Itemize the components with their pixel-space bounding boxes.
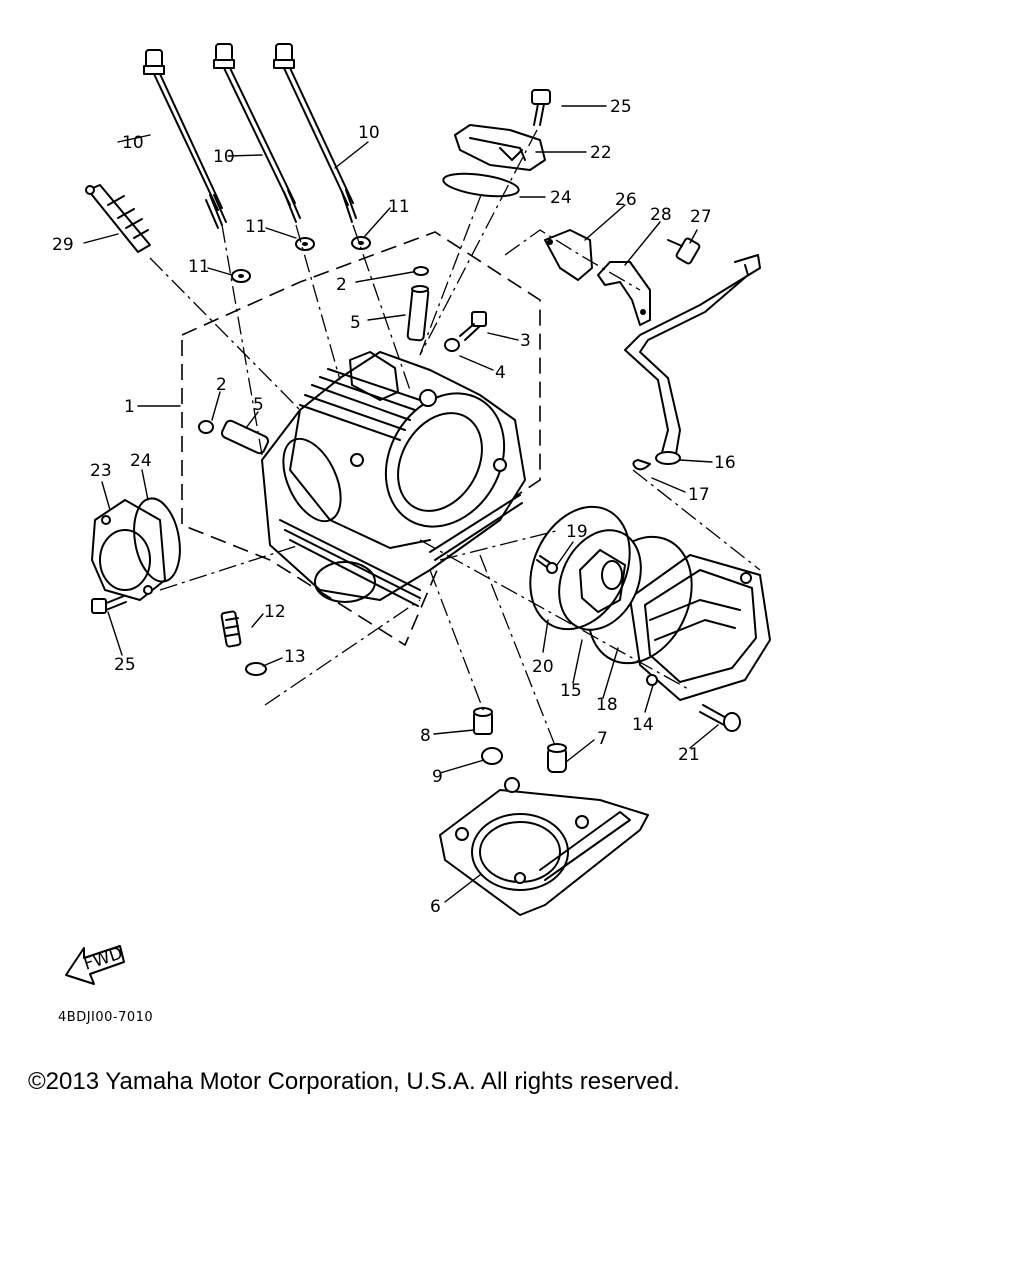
copyright-notice: ©2013 Yamaha Motor Corporation, U.S.A. A… (28, 1068, 680, 1095)
callout-10: 10 (213, 147, 235, 167)
callout-17: 17 (688, 485, 710, 505)
dowel-pin (473, 707, 493, 735)
head-bolt (143, 49, 227, 229)
callout-25: 25 (610, 97, 632, 117)
head-bolt (213, 43, 301, 223)
assembly-lines (149, 129, 761, 749)
bolt (531, 89, 551, 126)
washer (444, 338, 460, 352)
callout-13: 13 (284, 647, 306, 667)
callout-11: 11 (245, 217, 267, 237)
callout-23: 23 (90, 461, 112, 481)
callout-10: 10 (122, 133, 144, 153)
hose-clip (632, 459, 651, 471)
callout-9: 9 (432, 767, 443, 787)
callout-1: 1 (124, 397, 135, 417)
bolt (459, 311, 487, 341)
callout-24: 24 (550, 188, 572, 208)
side-cover (91, 499, 166, 601)
callout-18: 18 (596, 695, 618, 715)
callout-29: 29 (52, 235, 74, 255)
callout-27: 27 (690, 207, 712, 227)
callout-3: 3 (520, 331, 531, 351)
circlip (413, 266, 429, 276)
gasket (245, 662, 267, 676)
head-bolt (273, 43, 357, 223)
callout-11: 11 (388, 197, 410, 217)
bolt (667, 237, 701, 265)
callout-26: 26 (615, 190, 637, 210)
breather-joint (544, 229, 593, 281)
exploded-parts-diagram: 10 10 10 11 11 11 29 25 22 24 26 28 27 2… (52, 43, 771, 985)
circlip (198, 420, 214, 434)
callout-4: 4 (495, 363, 506, 383)
callout-19: 19 (566, 522, 588, 542)
callout-8: 8 (420, 726, 431, 746)
cylinder-head (261, 351, 526, 607)
plate-gasket (529, 505, 631, 631)
callout-15: 15 (560, 681, 582, 701)
callout-labels: 10 10 10 11 11 11 29 25 22 24 26 28 27 2… (52, 97, 736, 917)
bolt (91, 595, 127, 614)
cylinder-gasket (439, 777, 649, 916)
callout-6: 6 (430, 897, 441, 917)
screw (536, 555, 558, 574)
callout-14: 14 (632, 715, 654, 735)
callout-5: 5 (350, 313, 361, 333)
washers (231, 236, 371, 283)
dowel-pin (547, 743, 567, 773)
head-cover (629, 554, 771, 701)
cap (454, 124, 546, 171)
callout-24: 24 (130, 451, 152, 471)
callout-16: 16 (714, 453, 736, 473)
valve-guide (220, 419, 270, 455)
callout-2: 2 (216, 375, 227, 395)
o-ring (481, 747, 503, 765)
callout-22: 22 (590, 143, 612, 163)
bolt (699, 704, 741, 732)
callout-2: 2 (336, 275, 347, 295)
leader-lines (83, 105, 719, 903)
callout-25: 25 (114, 655, 136, 675)
callout-10: 10 (358, 123, 380, 143)
callout-11: 11 (188, 257, 210, 277)
callout-21: 21 (678, 745, 700, 765)
head-bolts (143, 43, 357, 229)
o-ring (442, 172, 520, 198)
bracket (597, 261, 651, 326)
callout-12: 12 (264, 602, 286, 622)
spark-plug (85, 184, 151, 253)
breather-pipe (624, 254, 761, 465)
side-cover-gasket (133, 497, 181, 583)
fwd-arrow-icon: FWD (65, 943, 125, 985)
callout-28: 28 (650, 205, 672, 225)
callout-5: 5 (253, 395, 264, 415)
callout-20: 20 (532, 657, 554, 677)
valve-guide (406, 285, 430, 342)
drawing-code: 4BDJI00-7010 (58, 1010, 154, 1025)
stud-bolt (220, 610, 242, 648)
callout-7: 7 (597, 729, 608, 749)
